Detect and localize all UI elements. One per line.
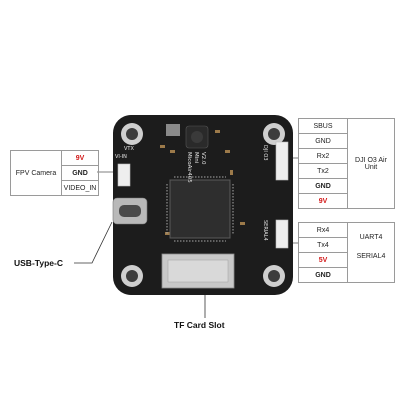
air-unit-pin-6: 9V bbox=[298, 193, 348, 209]
camera-pin-1: 9V bbox=[61, 150, 99, 166]
camera-device-label: FPV Camera bbox=[10, 150, 62, 196]
uart-pin-3: 5V bbox=[298, 252, 348, 268]
mcu-pins bbox=[166, 176, 234, 242]
uart-device-line1: UART4 bbox=[347, 222, 395, 253]
silk-ver: V2.0 bbox=[200, 152, 206, 165]
uart-pin-2: Tx4 bbox=[298, 237, 348, 253]
usb-leader-line bbox=[74, 221, 113, 264]
silk-vin: VI-IN bbox=[115, 154, 127, 160]
air-unit-pin-5: GND bbox=[298, 178, 348, 194]
silk-mini: Mini bbox=[193, 152, 199, 164]
camera-pin-3: VIDEO_IN bbox=[61, 180, 99, 196]
silk-serial: SERIAL4 bbox=[262, 220, 268, 241]
mount-hole-bottom-left bbox=[121, 265, 143, 287]
uart-connector bbox=[275, 219, 289, 249]
air-unit-connector bbox=[275, 141, 289, 181]
air-unit-pinout-table: SBUS DJI O3 Air Unit GND Rx2 Tx2 GND 9V bbox=[298, 118, 395, 209]
regulator-chip bbox=[166, 124, 180, 136]
silk-brand: MicoAir405 bbox=[186, 152, 192, 183]
mcu-chip bbox=[169, 179, 231, 239]
mount-hole-top-left bbox=[121, 123, 143, 145]
inductor-core bbox=[191, 131, 203, 143]
camera-pinout-table: FPV Camera 9V GND VIDEO_IN bbox=[10, 150, 99, 196]
silk-vtx: VTX bbox=[124, 146, 134, 152]
tf-callout-label: TF Card Slot bbox=[174, 320, 225, 330]
camera-pin-2: GND bbox=[61, 165, 99, 181]
usb-callout-label: USB-Type-C bbox=[14, 258, 63, 268]
uart-pinout-table: Rx4 UART4 Tx4 5V SERIAL4 GND bbox=[298, 222, 395, 283]
tf-card-slot-face bbox=[167, 259, 229, 283]
mount-hole-bottom-right bbox=[263, 265, 285, 287]
air-unit-pin-2: GND bbox=[298, 133, 348, 149]
air-unit-pin-4: Tx2 bbox=[298, 163, 348, 179]
air-unit-pin-1: SBUS bbox=[298, 118, 348, 134]
camera-connector bbox=[117, 163, 131, 187]
uart-device-line2: SERIAL4 bbox=[347, 252, 395, 283]
silk-dji: DJI O3 bbox=[262, 145, 268, 161]
air-unit-pin-3: Rx2 bbox=[298, 148, 348, 164]
usb-c-opening bbox=[119, 205, 141, 217]
mount-hole-top-right bbox=[263, 123, 285, 145]
air-unit-device-label: DJI O3 Air Unit bbox=[347, 118, 395, 209]
uart-pin-1: Rx4 bbox=[298, 222, 348, 238]
uart-pin-4: GND bbox=[298, 267, 348, 283]
